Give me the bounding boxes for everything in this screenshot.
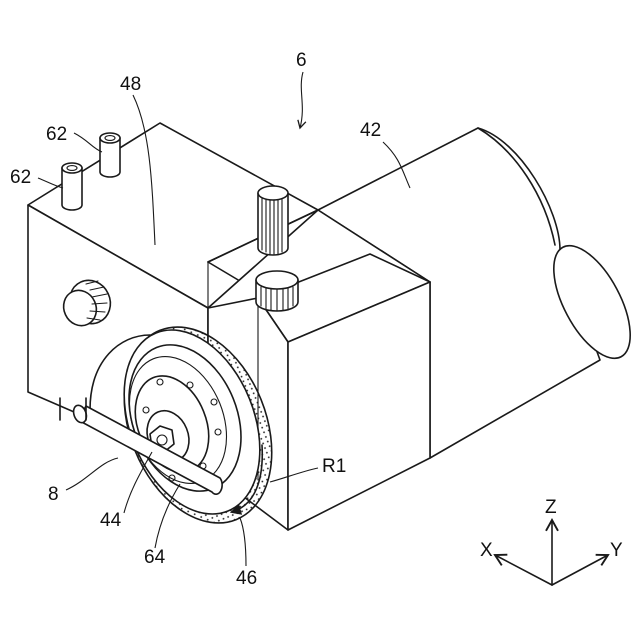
- knob-tall: [258, 186, 288, 255]
- pin-lower: [62, 163, 82, 210]
- axis-label-x: X: [480, 540, 493, 561]
- label-flange: 64: [144, 547, 166, 568]
- label-pin-lower: 62: [10, 167, 31, 188]
- axis-indicator: [495, 520, 608, 585]
- label-assembly: 6: [296, 50, 307, 71]
- axis-label-y: Y: [610, 540, 623, 561]
- label-housing: 48: [120, 74, 141, 95]
- axis-label-z: Z: [545, 497, 557, 518]
- label-rod: 8: [48, 484, 59, 505]
- label-nut: 44: [100, 510, 122, 531]
- label-blade: 46: [236, 568, 257, 589]
- label-rotation: R1: [322, 456, 346, 477]
- label-pin-upper: 62: [46, 124, 67, 145]
- label-column: 42: [360, 120, 381, 141]
- pin-upper: [100, 133, 120, 177]
- knob-short: [256, 271, 298, 311]
